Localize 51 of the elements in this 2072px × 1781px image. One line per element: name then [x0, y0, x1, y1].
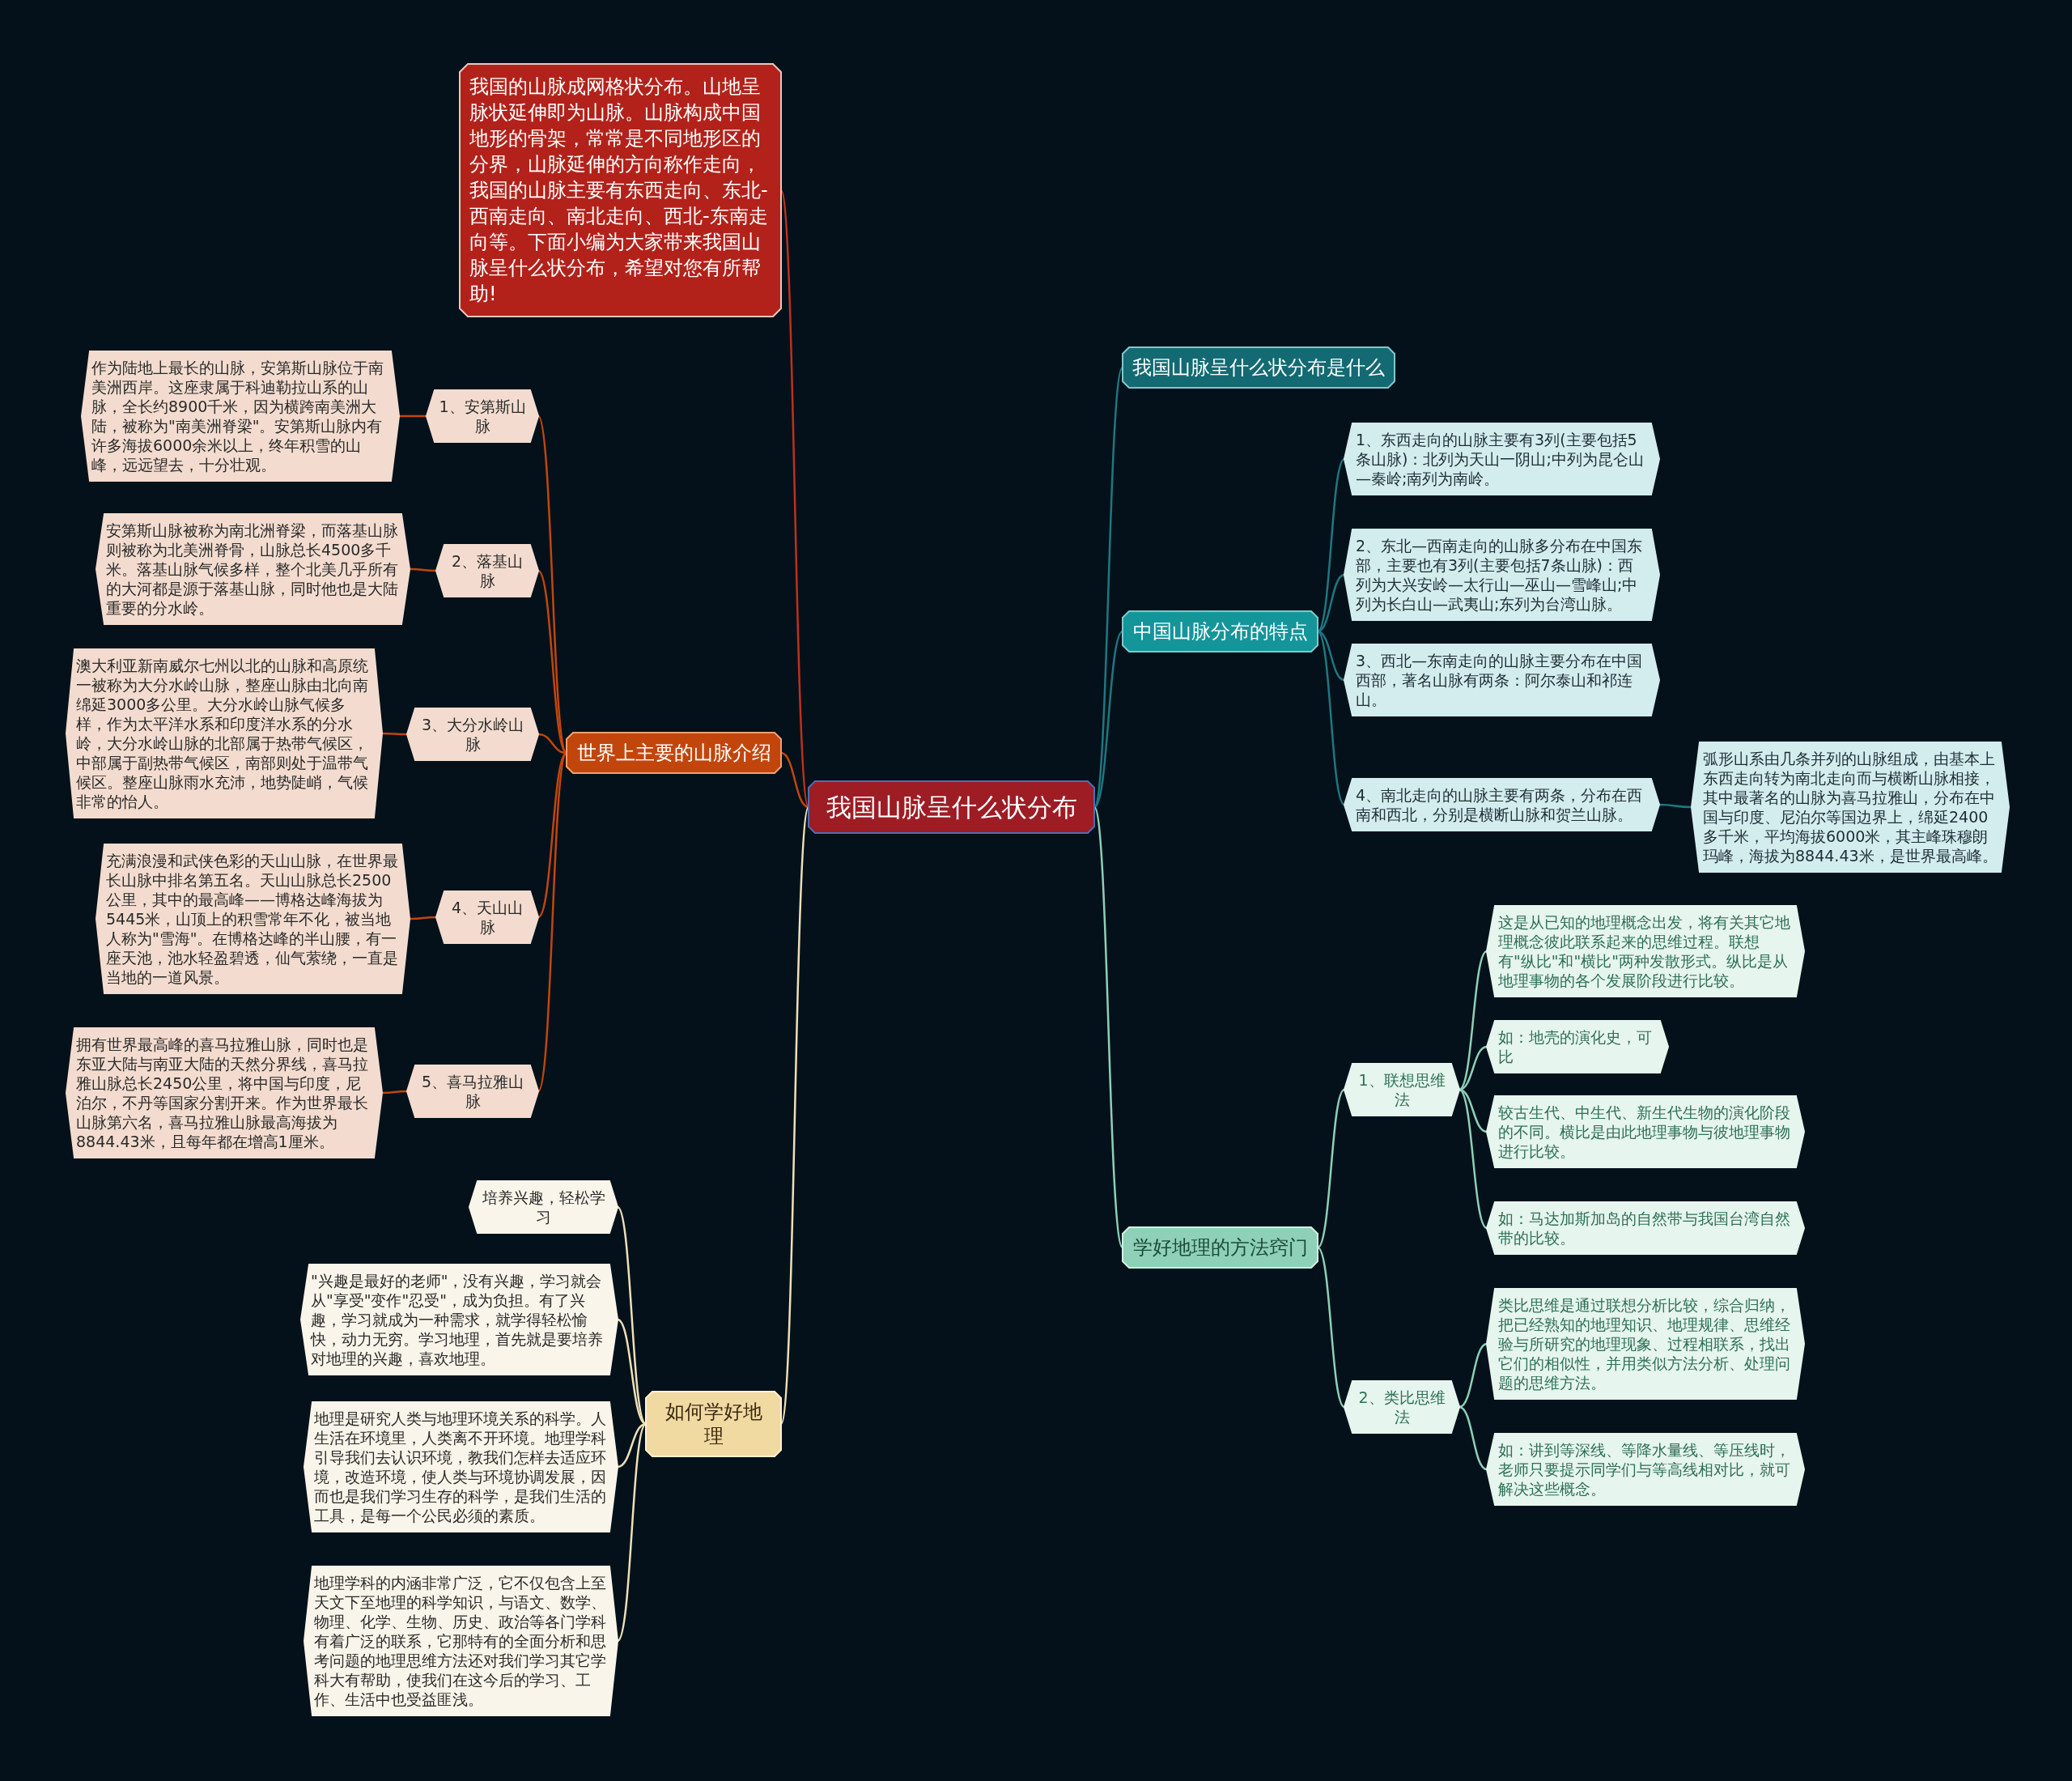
note-box: 如：马达加斯加岛的自然带与我国台湾自然带的比较。 — [1487, 1202, 1804, 1254]
subtopic-label: 2、类比思维法 — [1344, 1381, 1459, 1433]
subtopic-label: 1、联想思维法 — [1344, 1064, 1459, 1116]
connector-line — [410, 567, 436, 572]
connector-line — [537, 570, 567, 754]
note-box: 弧形山系由几条并列的山脉组成，由基本上东西走向转为南北走向而与横断山脉相接，其中最著名的山脉为喜马拉雅山，分布在中国与印度、尼泊尔等国边界上，绵延2400多千米，平均海拔6000米，其主峰珠穆朗玛峰，海拔为8844.43米，是世界最高峰。 — [1692, 742, 2009, 872]
connector-line — [537, 752, 567, 918]
subtopic-label: 2、落基山脉 — [436, 545, 538, 597]
branch-topic: 如何学好地理 — [646, 1392, 781, 1456]
note-box: 如：讲到等深线、等降水量线、等压线时，老师只要提示同学们与等高线相对比，就可解决这些概念。 — [1487, 1434, 1804, 1505]
note-box: 充满浪漫和武侠色彩的天山山脉，在世界最长山脉中排名第五名。天山山脉总长2500公里，其中的最高峰——博格达峰海拔为5445米，山顶上的积雪常年不化，被当地人称为"雪海"。在博格达峰的半山腰，有一座天池，池水轻盈碧透，仙气萦绕，一直是当地的一道风景。 — [96, 844, 410, 993]
note-box: 这是从已知的地理概念出发，将有关其它地理概念彼此联系起来的思维过程。联想有"纵比"和"横比"两种发散形式。纵比是从地理事物的各个发展阶段进行比较。 — [1487, 906, 1804, 997]
subtopic-label: 4、天山山脉 — [436, 891, 538, 943]
note-box: 安第斯山脉被称为南北洲脊梁，而落基山脉则被称为北美洲脊骨，山脉总长4500多千米。落基山脉气候多样，整个北美几乎所有的大河都是源于落基山脉，同时他也是大陆重要的分水岭。 — [96, 514, 410, 624]
branch-topic: 世界上主要的山脉介绍 — [567, 733, 781, 773]
branch-topic: 学好地理的方法窍门 — [1123, 1227, 1318, 1268]
subtopic-label: 5、喜马拉雅山脉 — [407, 1065, 538, 1117]
connector-line — [1458, 950, 1488, 1090]
connector-line — [1458, 1342, 1488, 1409]
note-box: 拥有世界最高峰的喜马拉雅山脉，同时也是东亚大陆与南亚大陆的天然分界线，喜马拉雅山脉总长2450公里，将中国与印度，尼泊尔，不丹等国家分割开来。作为世界最长山脉第六名，喜马拉雅山脉最高海拔为8844.43米，且每年都在增高1厘米。 — [66, 1028, 382, 1158]
note-box: 2、东北—西南走向的山脉多分布在中国东部，主要也有3列(主要包括7条山脉)：西列为大兴安岭—太行山—巫山—雪峰山;中列为长白山—武夷山;东列为台湾山脉。 — [1344, 529, 1659, 620]
connector-line — [617, 1423, 647, 1642]
note-box: 澳大利亚新南威尔七州以北的山脉和高原统一被称为大分水岭山脉，整座山脉由北向南绵延3000多公里。大分水岭山脉气候多样，作为太平洋水系和印度洋水系的分水岭，大分水岭山脉的北部属于热带气候区，中部属于副热带气候区，南部则处于温带气候区。整座山脉雨水充沛，地势陡峭，气候非常的怡人。 — [66, 649, 382, 818]
connector-line — [617, 1318, 647, 1426]
connector-line — [1458, 1089, 1488, 1229]
central-topic: 我国山脉呈什么状分布 — [809, 781, 1094, 833]
note-box: 1、东西走向的山脉主要有3列(主要包括5条山脉)：北列为天山一阴山;中列为昆仑山—秦岭;南列为南岭。 — [1344, 423, 1659, 495]
intro-text-box: 我国的山脉成网格状分布。山地呈脉状延伸即为山脉。山脉构成中国地形的骨架，常常是不同地形区的分界，山脉延伸的方向称作走向，我国的山脉主要有东西走向、东北-西南走向、南北走向、西北-东南走向等。下面小编为大家带来我国山脉呈什么状分布，希望对您有所帮助! — [460, 64, 781, 317]
note-box: 较古生代、中生代、新生代生物的演化阶段的不同。横比是由此地理事物与彼地理事物进行比较。 — [1487, 1096, 1804, 1167]
subtopic-label: 3、大分水岭山脉 — [407, 708, 538, 760]
connector-line — [1458, 1088, 1488, 1133]
connector-line — [617, 1422, 647, 1469]
note-box: 4、南北走向的山脉主要有两条，分布在西南和西北，分别是横断山脉和贺兰山脉。 — [1344, 779, 1659, 831]
connector-line — [1458, 1405, 1488, 1471]
connector-line — [399, 414, 427, 418]
note-box: 类比思维是通过联想分析比较，综合归纳，把已经熟知的地理知识、地理规律、思维经验与所研究的地理现象、过程相联系，找出它们的相似性，并用类似方法分析、处理问题的思维方法。 — [1487, 1289, 1804, 1399]
connector-line — [537, 733, 567, 754]
subtopic-label: 培养兴趣，轻松学习 — [469, 1181, 618, 1233]
subtopic-label: 1、安第斯山脉 — [427, 390, 538, 442]
note-box: 如：地壳的演化史，可比 — [1487, 1021, 1668, 1073]
note-box: 作为陆地上最长的山脉，安第斯山脉位于南美洲西岸。这座隶属于科迪勒拉山系的山脉，全长约8900千米，因为横跨南美洲大陆，被称为"南美洲脊梁"。安第斯山脉内有许多海拔6000余米以上，终年积雪的山峰，远远望去，十分壮观。 — [82, 351, 399, 481]
note-box: 3、西北—东南走向的山脉主要分布在中国西部，著名山脉有两条：阿尔泰山和祁连山。 — [1344, 644, 1659, 716]
connector-line — [1659, 803, 1692, 809]
note-box: "兴趣是最好的老师"，没有兴趣，学习就会从"享受"变作"忍受"，成为负担。有了兴趣，学习就成为一种需求，就学得轻松愉快，动力无穷。学习地理，首先就是要培养对地理的兴趣，喜欢地理。 — [301, 1265, 618, 1375]
connector-line — [410, 916, 436, 920]
note-box: 地理是研究人类与地理环境关系的科学。人生活在环境里，人类离不开环境。地理学科引导我们去认识环境，教我们怎样去适应环境，改造环境，使人类与环境协调发展，因而也是我们学习生存的科学，是我们生活的工具，是每一个公民必须的素质。 — [304, 1402, 618, 1532]
note-box: 地理学科的内涵非常广泛，它不仅包含上至天文下至地理的科学知识，与语文、数学、物理、化学、生物、历史、政治等各门学科有着广泛的联系，它那特有的全面分析和思考问题的地理思维方法还对我们学习其它学科大有帮助，使我们在这今后的学习、工作、生活中也受益匪浅。 — [304, 1566, 618, 1715]
branch-topic: 我国山脉呈什么状分布是什么 — [1123, 347, 1395, 388]
connector-line — [382, 1090, 407, 1095]
connector-line — [382, 732, 407, 736]
branch-topic: 中国山脉分布的特点 — [1123, 611, 1318, 652]
